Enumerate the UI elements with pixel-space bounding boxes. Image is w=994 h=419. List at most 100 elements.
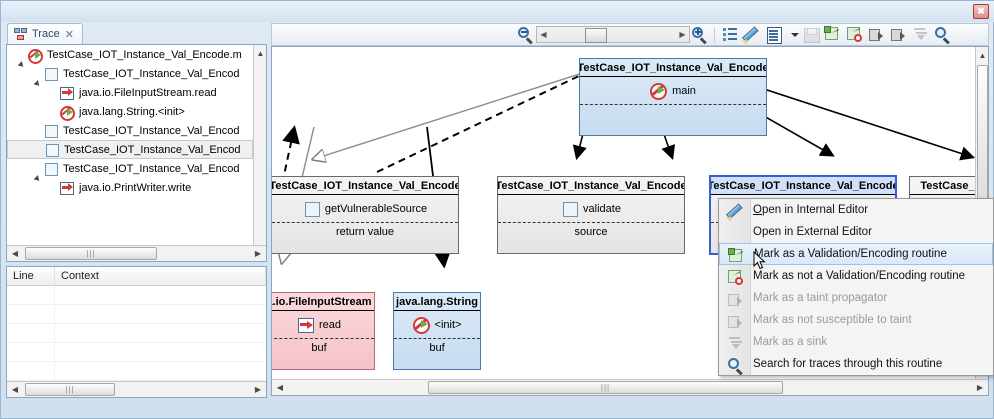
tree-item[interactable]: TestCase_IOT_Instance_Val_Encod xyxy=(7,64,253,83)
node-method-row: read xyxy=(272,311,374,339)
node-footer: return value xyxy=(335,225,395,238)
tree-item[interactable]: TestCase_IOT_Instance_Val_Encod xyxy=(7,121,253,140)
slider-right-arrow-icon[interactable]: ▶ xyxy=(679,30,686,39)
column-header-context[interactable]: Context xyxy=(55,267,266,285)
cell-line xyxy=(7,362,55,380)
scroll-left-arrow-icon[interactable]: ◀ xyxy=(11,385,19,394)
table-body xyxy=(7,286,266,381)
node-title: TestCase_IOT_Instance_Val_Encode xyxy=(272,177,458,195)
node-method-label: validate xyxy=(583,202,621,215)
tab-trace[interactable]: Trace ✕ xyxy=(7,23,83,44)
graph-node-getVulnerableSource[interactable]: TestCase_IOT_Instance_Val_Encode getVulne… xyxy=(272,176,459,254)
menu-item: Mark as not susceptible to taint xyxy=(719,309,993,331)
menu-item[interactable]: Mark as not a Validation/Encoding routin… xyxy=(719,265,993,287)
node-method-row: <init> xyxy=(394,311,480,339)
scroll-right-arrow-icon[interactable]: ▶ xyxy=(254,385,262,394)
propagator-icon xyxy=(726,312,745,329)
slider-left-arrow-icon[interactable]: ◀ xyxy=(540,30,547,39)
table-row[interactable] xyxy=(7,343,266,362)
node-method-label: <init> xyxy=(434,318,462,331)
red-arrow-box-icon xyxy=(297,317,314,333)
mark-not-susceptible-button[interactable] xyxy=(889,25,909,44)
node-footer: buf xyxy=(429,341,445,354)
menu-item[interactable]: Open in External Editor xyxy=(719,221,993,243)
tree-item-label: java.io.FileInputStream.read xyxy=(79,86,217,99)
tree-hscroll-thumb[interactable]: ||| xyxy=(25,246,157,260)
no-entry-green-arrow-icon xyxy=(650,83,668,100)
tree-item[interactable]: TestCase_IOT_Instance_Val_Encode.m xyxy=(7,45,253,64)
tree-item[interactable]: TestCase_IOT_Instance_Val_Encod xyxy=(7,159,253,178)
table-row[interactable] xyxy=(7,286,266,305)
show-list-button[interactable] xyxy=(720,25,740,44)
scroll-right-arrow-icon[interactable]: ▶ xyxy=(254,249,262,258)
table-row[interactable] xyxy=(7,305,266,324)
scroll-right-arrow-icon[interactable]: ▶ xyxy=(976,383,984,392)
tree-item[interactable]: TestCase_IOT_Instance_Val_Encod xyxy=(7,140,253,159)
graph-horizontal-scrollbar[interactable]: ◀ ||| ▶ xyxy=(272,379,988,395)
no-entry-green-arrow-icon xyxy=(412,317,430,334)
search-traces-button[interactable] xyxy=(933,25,953,45)
node-footer xyxy=(580,105,766,122)
menu-item[interactable]: Mark as a Validation/Encoding routine xyxy=(719,243,993,265)
graph-hscroll-thumb[interactable]: ||| xyxy=(428,380,783,394)
unmark-validation-button[interactable] xyxy=(845,25,865,44)
scroll-up-arrow-icon[interactable]: ▲ xyxy=(978,50,987,60)
scroll-left-arrow-icon[interactable]: ◀ xyxy=(276,383,284,392)
zoom-in-icon[interactable] xyxy=(690,26,710,44)
chevron-down-icon[interactable] xyxy=(786,25,799,44)
mark-validation-button[interactable] xyxy=(823,25,843,44)
node-title: TestCase_IOT_Instance_Val_Encode xyxy=(711,177,895,195)
close-icon[interactable]: ✕ xyxy=(64,28,74,41)
table-horizontal-scrollbar[interactable]: ◀ ||| ▶ xyxy=(7,381,266,397)
zoom-slider[interactable]: ◀ ▶ xyxy=(536,26,690,43)
tree-vertical-scrollbar[interactable]: ▲ xyxy=(253,45,266,245)
tree-item[interactable]: java.io.PrintWriter.write xyxy=(7,178,253,197)
menu-item-label: Mark as not susceptible to taint xyxy=(753,314,912,326)
window-close-button[interactable]: ✖ xyxy=(973,4,989,19)
table-hscroll-thumb[interactable]: ||| xyxy=(25,382,115,396)
cell-context xyxy=(55,305,266,323)
graph-node-validate[interactable]: TestCase_IOT_Instance_Val_Encode validate… xyxy=(497,176,685,254)
graph-hscroll-track[interactable]: ||| xyxy=(288,380,972,396)
table-row[interactable] xyxy=(7,362,266,381)
tree-item[interactable]: java.io.FileInputStream.read xyxy=(7,83,253,102)
cell-line xyxy=(7,286,55,304)
node-title: java.lang.String xyxy=(394,293,480,311)
node-title: TestCase_IOT_Instance_Val_Encode xyxy=(498,177,684,195)
menu-item[interactable]: Search for traces through this routine xyxy=(719,353,993,376)
node-method-row: main xyxy=(580,77,766,105)
menu-item[interactable]: Open in Internal Editor xyxy=(719,199,993,221)
zoom-out-icon[interactable] xyxy=(516,26,536,44)
menu-item-label: Mark as a Validation/Encoding routine xyxy=(754,248,947,260)
tree-horizontal-scrollbar[interactable]: ◀ ||| ▶ xyxy=(7,245,266,261)
mark-taint-propagator-button[interactable] xyxy=(867,25,887,44)
graph-node-javalangstring[interactable]: java.lang.String <init> buf xyxy=(393,292,481,370)
red-arrow-box-icon xyxy=(60,86,76,100)
view-tab-bar: Trace ✕ xyxy=(5,22,267,44)
menu-item-label: Open in Internal Editor xyxy=(753,204,869,216)
empty-box-icon xyxy=(45,143,61,157)
column-header-line[interactable]: Line xyxy=(7,267,55,285)
tree-hscroll-track[interactable]: ||| xyxy=(23,246,250,262)
node-title: TestCase_I xyxy=(910,177,975,195)
menu-item: Mark as a taint propagator xyxy=(719,287,993,309)
graph-vscroll-thumb[interactable] xyxy=(977,65,988,205)
graph-toolbar: ◀ ▶ xyxy=(271,23,989,46)
table-row[interactable] xyxy=(7,324,266,343)
tree-item[interactable]: java.lang.String.<init> xyxy=(7,102,253,121)
properties-button[interactable] xyxy=(764,25,784,44)
open-internal-editor-button[interactable] xyxy=(742,25,762,44)
node-method-label: getVulnerableSource xyxy=(324,202,428,215)
zoom-slider-knob[interactable] xyxy=(585,28,607,43)
tree-item-label: TestCase_IOT_Instance_Val_Encode.m xyxy=(47,48,242,61)
node-footer: buf xyxy=(311,341,327,354)
table-hscroll-track[interactable]: ||| xyxy=(23,382,250,398)
scroll-left-arrow-icon[interactable]: ◀ xyxy=(11,249,19,258)
scroll-up-arrow-icon[interactable]: ▲ xyxy=(256,48,265,58)
tree-item-label: TestCase_IOT_Instance_Val_Encod xyxy=(63,124,240,137)
